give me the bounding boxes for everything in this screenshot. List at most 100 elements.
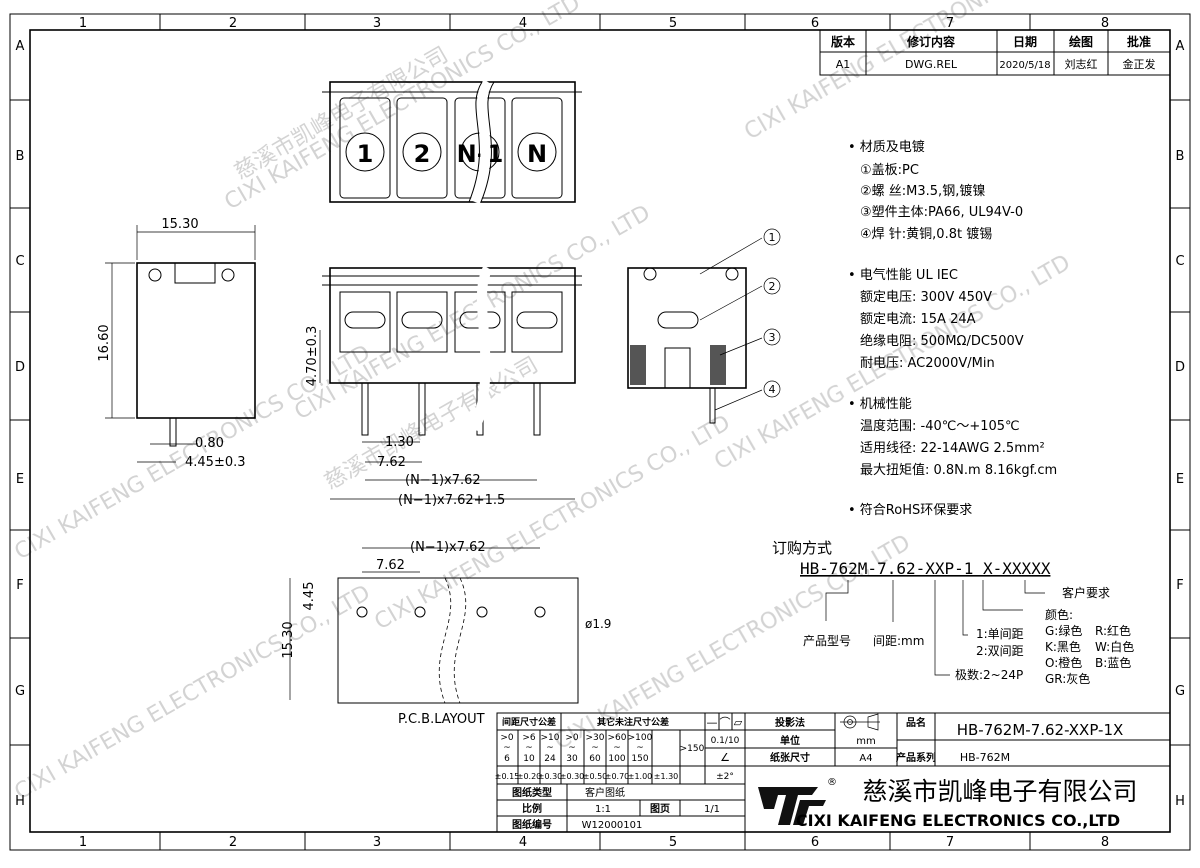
- svg-text:刘志红: 刘志红: [1065, 58, 1098, 71]
- svg-text:G: G: [1175, 684, 1185, 699]
- svg-text:4.70±0.3: 4.70±0.3: [305, 326, 320, 387]
- svg-text:日期: 日期: [1013, 34, 1037, 49]
- svg-text:W12000101: W12000101: [582, 820, 643, 831]
- svg-text:1: 1: [357, 140, 374, 168]
- svg-text:耐电压: AC2000V/Min: 耐电压: AC2000V/Min: [860, 356, 995, 371]
- flatness-symbol: ▱: [734, 716, 743, 729]
- svg-text:纸张尺寸: 纸张尺寸: [770, 751, 810, 764]
- svg-text:5: 5: [669, 16, 677, 31]
- svg-text:修订内容: 修订内容: [906, 34, 955, 49]
- svg-text:②螺 丝:M3.5,钢,镀镍: ②螺 丝:M3.5,钢,镀镍: [860, 183, 985, 199]
- svg-text:适用线径: 22-14AWG 2.5mm²: 适用线径: 22-14AWG 2.5mm²: [860, 441, 1045, 456]
- svg-text:2: 2: [229, 16, 237, 31]
- registered-mark: ®: [827, 777, 837, 788]
- svg-text:(N−1)x7.62+1.5: (N−1)x7.62+1.5: [398, 493, 505, 508]
- tolerance-range: 30: [566, 754, 578, 764]
- svg-text:7: 7: [946, 16, 954, 31]
- svg-text:1/1: 1/1: [704, 804, 720, 815]
- svg-text:④焊 针:黄铜,0.8t 镀锡: ④焊 针:黄铜,0.8t 镀锡: [860, 226, 992, 242]
- tolerance-range: >0: [565, 733, 579, 743]
- svg-text:CIXI KAIFENG ELECTRONICS CO.,: CIXI KAIFENG ELECTRONICS CO., LTD: [11, 580, 375, 805]
- tolerance-range: 60: [589, 754, 601, 764]
- svg-text:绘图: 绘图: [1069, 34, 1093, 49]
- svg-text:B:蓝色: B:蓝色: [1095, 656, 1131, 670]
- section-view: 1 2 3 4: [627, 228, 781, 424]
- svg-text:15.30: 15.30: [281, 621, 296, 658]
- svg-text:CIXI KAIFENG ELECTRONICS CO.,: CIXI KAIFENG ELECTRONICS CO., LTD: [371, 410, 735, 635]
- svg-text:3: 3: [373, 835, 381, 850]
- svg-text:间距尺寸公差: 间距尺寸公差: [502, 716, 556, 728]
- svg-text:图纸类型: 图纸类型: [512, 786, 552, 799]
- svg-text:4: 4: [769, 383, 776, 396]
- svg-text:7.62: 7.62: [376, 558, 405, 573]
- svg-text:C: C: [1175, 254, 1184, 269]
- svg-text:6: 6: [811, 835, 819, 850]
- title-block: 间距尺寸公差 其它未注尺寸公差 >0~6>6~10>10~24>0~30>30~…: [495, 712, 1171, 833]
- profile-symbol: ⌒: [720, 716, 731, 729]
- svg-text:A1: A1: [836, 58, 851, 71]
- svg-text:E: E: [16, 472, 24, 487]
- svg-text:15.30: 15.30: [161, 217, 198, 232]
- svg-text:R:红色: R:红色: [1095, 623, 1131, 638]
- svg-text:mm: mm: [856, 736, 875, 747]
- svg-text:CIXI KAIFENG ELECTRONICS CO.,: CIXI KAIFENG ELECTRONICS CO., LTD: [221, 0, 585, 215]
- svg-text:①盖板:PC: ①盖板:PC: [860, 163, 919, 178]
- svg-text:H: H: [15, 794, 25, 809]
- svg-text:GR:灰色: GR:灰色: [1045, 672, 1090, 686]
- svg-text:8: 8: [1101, 16, 1109, 31]
- svg-text:4.45±0.3: 4.45±0.3: [185, 455, 246, 470]
- ordering-info: 订购方式 HB-762M-7.62-XXP-1 X-XXXXX 客户要求 颜色:…: [772, 539, 1134, 686]
- svg-text:6: 6: [811, 16, 819, 31]
- svg-text:2: 2: [769, 280, 776, 293]
- svg-text:G: G: [15, 684, 25, 699]
- tolerance-range: ~: [546, 743, 554, 753]
- svg-text:A: A: [16, 39, 25, 54]
- projection-symbol: [840, 713, 880, 731]
- watermark: CIXI KAIFENG ELECTRONICS CO., LTD 慈溪市凯峰电…: [11, 0, 1105, 805]
- svg-text:客户图纸: 客户图纸: [585, 786, 625, 799]
- grid-ticks: [10, 14, 1190, 850]
- tolerance-range: 100: [608, 754, 625, 764]
- svg-text:最大扭矩值: 0.8N.m 8.16kgf.cm: 最大扭矩值: 0.8N.m 8.16kgf.cm: [860, 462, 1057, 478]
- svg-text:W:白色: W:白色: [1095, 639, 1134, 654]
- svg-text:D: D: [1175, 360, 1185, 375]
- tolerance-value: ±0.70: [605, 772, 630, 781]
- svg-text:产品系列: 产品系列: [896, 751, 936, 764]
- pcb-layout: (N−1)x7.62 7.62 4.45 15.30 ø1.9 P.C.B.LA…: [281, 540, 611, 727]
- svg-text:(N−1)x7.62: (N−1)x7.62: [410, 540, 486, 555]
- svg-text:HB-762M-7.62-XXP-1X: HB-762M-7.62-XXP-1X: [957, 721, 1124, 739]
- svg-text:投影法: 投影法: [775, 716, 805, 729]
- svg-text:订购方式: 订购方式: [772, 539, 832, 557]
- svg-text:HB-762M-7.62-XXP-1 X-XXXXX: HB-762M-7.62-XXP-1 X-XXXXX: [800, 559, 1051, 578]
- svg-text:间距:mm: 间距:mm: [873, 634, 924, 648]
- svg-text:1.30: 1.30: [385, 435, 414, 450]
- svg-text:1: 1: [769, 231, 776, 244]
- svg-text:0.80: 0.80: [195, 436, 224, 451]
- svg-text:16.60: 16.60: [97, 324, 112, 361]
- tolerance-value: ±0.30: [538, 772, 563, 781]
- specifications: • 材质及电镀 ①盖板:PC ②螺 丝:M3.5,钢,镀镍 ③塑件主体:PA66…: [848, 139, 1057, 518]
- svg-text:N: N: [527, 140, 547, 168]
- svg-text:金正发: 金正发: [1123, 57, 1156, 71]
- svg-text:• 材质及电镀: • 材质及电镀: [848, 139, 925, 155]
- tolerance-range: 10: [523, 754, 535, 764]
- svg-text:温度范围: -40℃～+105℃: 温度范围: -40℃～+105℃: [860, 418, 1020, 434]
- svg-text:颜色:: 颜色:: [1045, 607, 1073, 622]
- front-view: 4.70±0.3 1.30 7.62 (N−1)x7.62 (N−1)x7.62…: [305, 265, 582, 508]
- svg-text:额定电压: 300V 450V: 额定电压: 300V 450V: [860, 290, 992, 305]
- svg-text:4: 4: [519, 16, 527, 31]
- svg-text:C: C: [15, 254, 24, 269]
- svg-text:F: F: [16, 578, 23, 593]
- svg-text:其它未注尺寸公差: 其它未注尺寸公差: [597, 716, 669, 728]
- svg-text:CIXI KAIFENG ELECTRONICS CO.,: CIXI KAIFENG ELECTRONICS CO., LTD: [741, 0, 1105, 145]
- svg-text:P.C.B.LAYOUT: P.C.B.LAYOUT: [398, 712, 485, 727]
- side-view: 15.30 16.60 0.80 4.45±0.3: [97, 217, 256, 470]
- svg-text:B: B: [16, 149, 25, 164]
- svg-text:• 电气性能 UL IEC: • 电气性能 UL IEC: [848, 267, 958, 283]
- svg-text:品名: 品名: [906, 716, 926, 729]
- tolerance-value: ±0.15: [495, 772, 520, 781]
- svg-text:O:橙色: O:橙色: [1045, 655, 1082, 670]
